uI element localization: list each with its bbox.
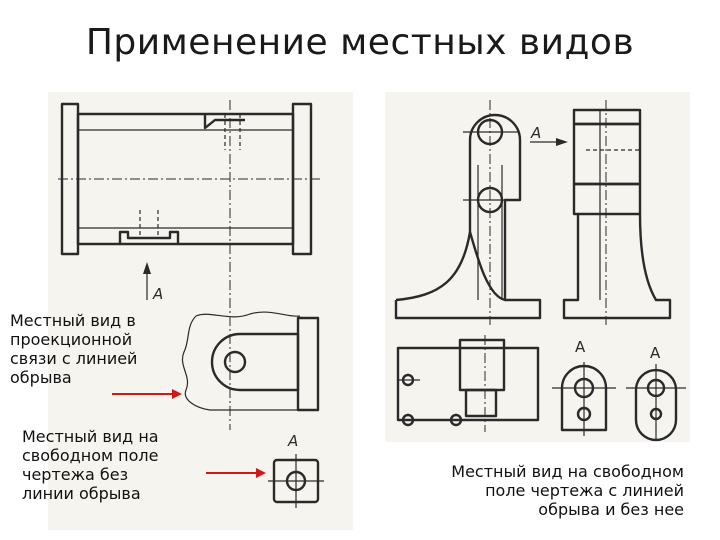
bracket-top-view — [396, 335, 540, 432]
slide-title: Применение местных видов — [85, 22, 635, 63]
bracket-side-view — [562, 100, 672, 325]
local-view-free-no-break: A — [268, 432, 324, 508]
note-local-view-projection: Местный вид в проекционной связи с линие… — [10, 311, 138, 387]
view-direction-arrow-left: A — [143, 262, 163, 303]
left-drawing-sheet — [48, 92, 353, 530]
local-view-with-break-line — [182, 311, 320, 412]
cylinder-main-view — [58, 102, 322, 256]
local-view-a-with-break — [552, 362, 616, 436]
view-label: A — [287, 432, 298, 450]
bracket-front-view — [394, 100, 542, 325]
local-view-a-without-break — [626, 364, 686, 442]
view-label: A — [650, 344, 661, 362]
note-local-view-free-no-break: Местный вид на свободном поле чертежа бе… — [22, 427, 159, 503]
view-direction-arrow-right: A — [530, 124, 568, 146]
view-label: A — [152, 285, 163, 303]
pointer-arrow-1 — [112, 389, 182, 399]
pointer-arrow-2 — [206, 468, 266, 478]
view-label: A — [530, 124, 541, 142]
view-label: A — [575, 338, 586, 356]
note-local-view-free-with-break: Местный вид на свободном поле чертежа с … — [451, 462, 684, 519]
